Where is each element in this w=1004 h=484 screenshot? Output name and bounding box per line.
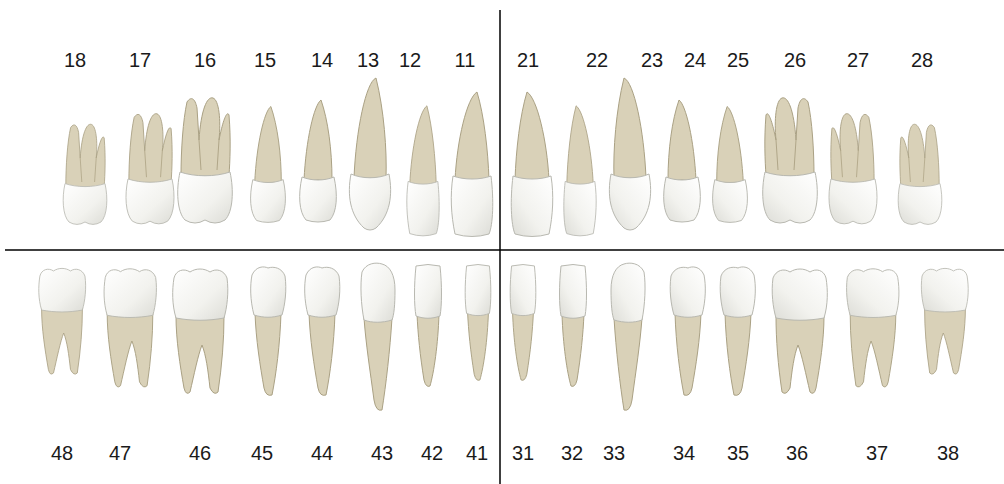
tooth-number: 16	[194, 50, 216, 70]
upper-molar	[763, 98, 818, 223]
upper-canine	[349, 78, 390, 230]
tooth-number: 27	[847, 50, 869, 70]
tooth-number: 31	[512, 443, 534, 463]
tooth-number: 47	[109, 443, 131, 463]
tooth-number: 14	[311, 50, 333, 70]
lower-molar	[104, 269, 156, 387]
tooth-number: 43	[371, 443, 393, 463]
upper-incisor	[564, 106, 596, 236]
tooth-number: 46	[189, 443, 211, 463]
lower-molar	[772, 269, 827, 393]
lower-molar	[173, 269, 228, 393]
tooth-number: 22	[586, 50, 608, 70]
tooth-number: 18	[64, 50, 86, 70]
upper-premolar	[664, 100, 701, 222]
tooth-number: 42	[421, 443, 443, 463]
tooth-number: 28	[911, 50, 933, 70]
lower-premolar	[305, 267, 340, 395]
upper-molar	[63, 124, 107, 224]
upper-molar	[898, 124, 942, 224]
lower-molar	[39, 268, 86, 374]
lower-premolar	[720, 267, 755, 395]
lower-molar	[847, 269, 899, 387]
tooth-number: 35	[727, 443, 749, 463]
tooth-number: 25	[727, 50, 749, 70]
tooth-number: 17	[129, 50, 151, 70]
tooth-number: 11	[455, 50, 476, 70]
upper-molar	[126, 114, 174, 224]
tooth-number: 24	[684, 50, 706, 70]
lower-incisor	[510, 265, 536, 381]
lower-incisor	[560, 265, 587, 387]
upper-premolar	[251, 107, 286, 223]
tooth-number: 32	[561, 443, 583, 463]
lower-premolar	[670, 267, 705, 395]
tooth-number: 48	[51, 443, 73, 463]
lower-incisor	[415, 265, 442, 387]
upper-premolar	[300, 100, 337, 222]
tooth-number: 44	[311, 443, 333, 463]
tooth-number: 37	[866, 443, 888, 463]
tooth-number: 26	[784, 50, 806, 70]
lower-canine	[361, 263, 395, 410]
tooth-number: 45	[251, 443, 273, 463]
tooth-number: 38	[937, 443, 959, 463]
occlusal-line	[5, 249, 1004, 251]
lower-incisor	[465, 265, 491, 381]
tooth-number: 13	[357, 50, 379, 70]
upper-incisor	[511, 92, 552, 237]
tooth-number: 36	[786, 443, 808, 463]
tooth-number: 23	[641, 50, 663, 70]
tooth-number: 41	[466, 443, 488, 463]
midline	[499, 10, 501, 484]
lower-premolar	[251, 267, 286, 395]
tooth-number: 15	[254, 50, 276, 70]
tooth-number: 21	[517, 50, 539, 70]
tooth-number: 12	[399, 50, 421, 70]
lower-molar	[921, 268, 968, 374]
upper-incisor	[451, 92, 492, 237]
upper-molar	[829, 114, 877, 224]
lower-canine	[611, 263, 645, 410]
tooth-number: 33	[603, 443, 625, 463]
upper-molar	[178, 98, 233, 223]
tooth-number: 34	[673, 443, 695, 463]
upper-canine	[609, 78, 650, 230]
upper-premolar	[713, 107, 748, 223]
upper-incisor	[407, 106, 439, 236]
